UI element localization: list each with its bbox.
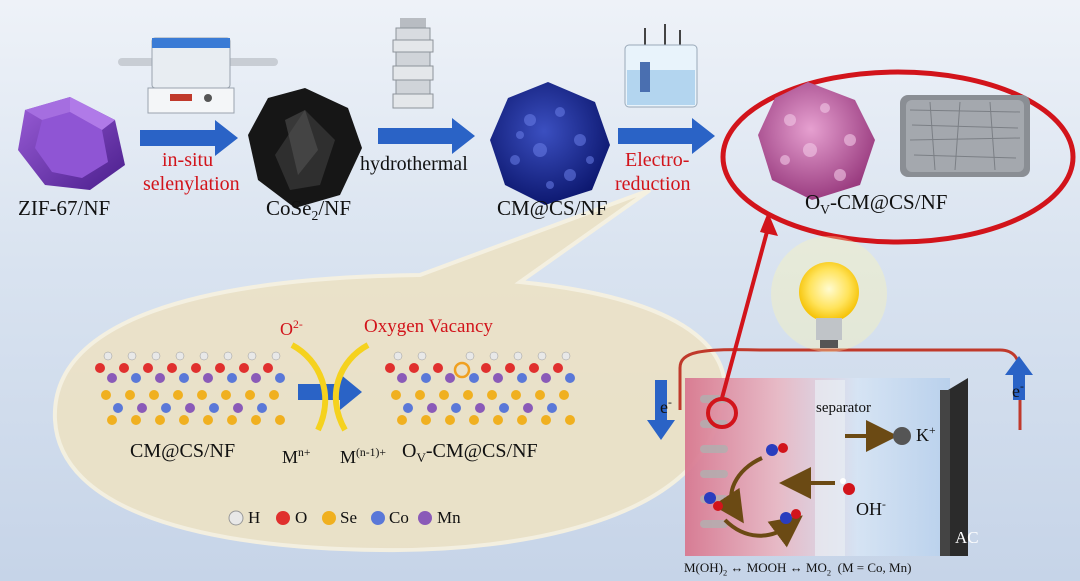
- highlight-ellipse: [720, 69, 1076, 245]
- autoclave: [392, 18, 434, 109]
- electron-arrow-down: [647, 380, 675, 440]
- oh-ion-label: OH-: [856, 498, 886, 519]
- curve-out: [333, 342, 370, 432]
- electron-label-right: e-: [1012, 380, 1024, 401]
- label-ov-cmcs-bubble: OV-CM@CS/NF: [402, 440, 538, 465]
- bubble-arrow: [298, 374, 362, 410]
- redox-equation: M(OH)2 ↔ MOOH ↔ MO2 (M = Co, Mn): [684, 560, 912, 578]
- label-cose2: CoSe2/NF: [266, 196, 352, 224]
- process-label-1b: selenylation: [143, 173, 240, 195]
- electrochemical-cell: [624, 24, 698, 108]
- process-label-2: hydrothermal: [360, 153, 468, 175]
- mn1-label: M(n-1)+: [340, 446, 386, 467]
- separator-label: separator: [816, 400, 871, 416]
- label-cmcs-bubble: CM@CS/NF: [130, 440, 236, 462]
- ac-label: AC: [955, 528, 979, 547]
- electron-label-left: e-: [660, 396, 672, 417]
- cmcs-crystal: [490, 82, 610, 205]
- legend-co: Co: [389, 508, 409, 527]
- flow-arrows: [140, 118, 715, 156]
- legend-se: Se: [340, 508, 357, 527]
- cose2-crystal: [248, 88, 362, 208]
- ov-cmcs-crystal: [758, 82, 875, 200]
- mn-label: Mn+: [282, 446, 311, 467]
- process-label-3a: Electro-: [625, 149, 690, 171]
- legend-o: O: [295, 508, 308, 527]
- process-label-3b: reduction: [615, 173, 691, 195]
- zif67-crystal: [18, 97, 125, 190]
- electron-arrow-up: [1005, 356, 1033, 400]
- k-ion-label: K+: [916, 424, 936, 445]
- lattice-right: [385, 351, 575, 425]
- legend-markers: [228, 510, 432, 526]
- sem-image: [900, 95, 1030, 177]
- label-zif67: ZIF-67/NF: [18, 196, 111, 220]
- o2-label: O2-: [280, 318, 303, 339]
- tube-furnace: [118, 37, 278, 114]
- oxygen-vacancy-label: Oxygen Vacancy: [364, 316, 493, 337]
- lattice-left: [95, 351, 285, 425]
- supercapacitor-device: [678, 212, 1022, 556]
- light-bulb: [771, 236, 887, 352]
- curve-in: [290, 342, 329, 432]
- legend-h: H: [248, 508, 261, 527]
- label-cmcs: CM@CS/NF: [497, 196, 608, 220]
- label-ov-cmcs: OV-CM@CS/NF: [805, 190, 948, 218]
- process-label-1a: in-situ: [162, 149, 214, 171]
- legend-mn: Mn: [437, 508, 461, 527]
